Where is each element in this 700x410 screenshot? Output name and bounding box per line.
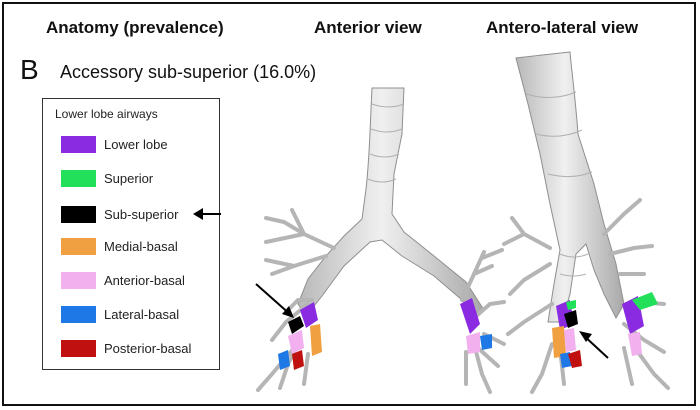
header-anatomy: Anatomy (prevalence) bbox=[46, 18, 224, 37]
anterior-anterior-basal-right bbox=[466, 332, 480, 354]
antero-lateral-branches bbox=[502, 198, 670, 394]
legend-swatch bbox=[61, 271, 96, 289]
anterior-lateral-basal-left bbox=[278, 350, 290, 370]
legend-item-lateral-basal: Lateral-basal bbox=[61, 305, 179, 323]
legend-label: Lower lobe bbox=[104, 136, 168, 152]
anterior-view-model bbox=[255, 87, 506, 394]
tracheal-rings bbox=[367, 103, 405, 183]
legend-label: Lateral-basal bbox=[104, 306, 180, 322]
anterior-anterior-basal-left bbox=[288, 330, 304, 354]
antero-lateral-posterior-basal-left bbox=[568, 350, 582, 368]
legend-title: Lower lobe airways bbox=[55, 107, 158, 121]
anterior-sub-superior-left bbox=[288, 316, 304, 334]
antero-lateral-view-model bbox=[502, 51, 670, 394]
legend-label: Superior bbox=[104, 170, 154, 186]
legend-item-medial-basal: Medial-basal bbox=[61, 237, 178, 255]
anterior-arrowhead bbox=[282, 306, 294, 318]
legend-label: Anterior-basal bbox=[104, 272, 185, 288]
legend-label: Medial-basal bbox=[104, 238, 178, 254]
legend-label: Posterior-basal bbox=[104, 340, 192, 356]
legend-swatch bbox=[61, 169, 96, 187]
legend-item-posterior-basal: Posterior-basal bbox=[61, 339, 191, 357]
antero-lateral-medial-basal-left bbox=[552, 326, 566, 358]
legend-arrow-icon bbox=[193, 208, 221, 220]
header-antero-lateral-view: Antero-lateral view bbox=[486, 18, 639, 37]
anterior-medial-basal-left bbox=[310, 324, 322, 356]
antero-lateral-superior-left bbox=[566, 300, 576, 310]
legend-label: Sub-superior bbox=[104, 206, 179, 222]
antero-lateral-anterior-basal-left bbox=[564, 328, 576, 352]
panel-letter: B bbox=[20, 54, 39, 85]
legend-swatch bbox=[61, 237, 96, 255]
anterior-posterior-basal-left bbox=[292, 350, 304, 370]
legend-item-superior: Superior bbox=[61, 169, 153, 187]
legend-swatch bbox=[61, 135, 96, 153]
anterior-lower-lobe-left bbox=[300, 302, 318, 328]
legend-box: Lower lobe airways Lower lobe Superior S… bbox=[42, 98, 221, 370]
anterior-lower-lobe-right bbox=[460, 298, 480, 334]
antero-lateral-arrowhead bbox=[579, 331, 592, 342]
panel-subtitle: Accessory sub-superior (16.0%) bbox=[60, 62, 317, 82]
legend-swatch bbox=[61, 339, 96, 357]
header-anterior-view: Anterior view bbox=[314, 18, 422, 37]
antero-lateral-superior-right bbox=[632, 292, 658, 310]
antero-lateral-anterior-basal-right bbox=[628, 332, 642, 356]
antero-lateral-rings bbox=[525, 91, 593, 277]
legend-swatch bbox=[61, 205, 96, 223]
antero-lateral-sub-superior-left bbox=[564, 310, 578, 328]
legend-item-lower-lobe: Lower lobe bbox=[61, 135, 168, 153]
legend-item-anterior-basal: Anterior-basal bbox=[61, 271, 185, 289]
airway-illustrations bbox=[255, 51, 670, 394]
legend-swatch bbox=[61, 305, 96, 323]
figure-frame: Anatomy (prevalence) Anterior view Anter… bbox=[2, 2, 696, 406]
anterior-lateral-basal-right bbox=[480, 334, 492, 350]
legend-item-sub-superior: Sub-superior bbox=[61, 205, 178, 223]
